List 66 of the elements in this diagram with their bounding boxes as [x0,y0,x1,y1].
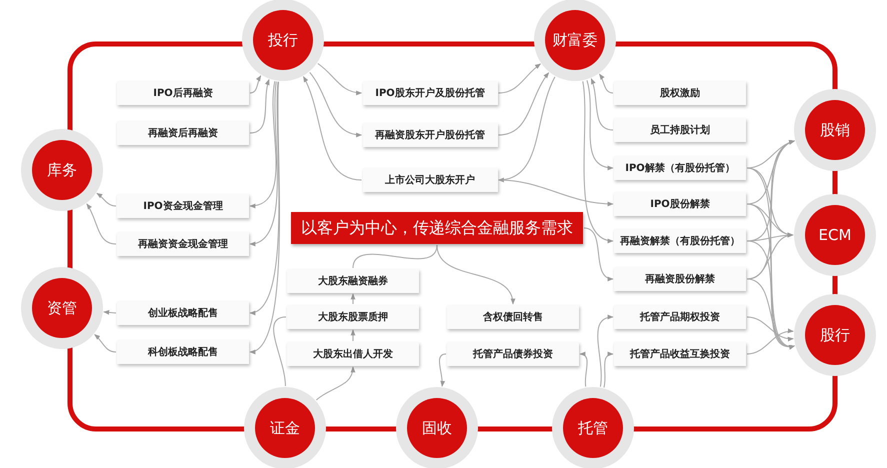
process-box: 大股东融资融券 [287,269,419,293]
process-box: 再融资解禁（有股份托管） [614,229,746,253]
arrow [604,352,614,388]
arrow [582,80,614,242]
arrow [250,75,262,94]
process-box: 再融资股东开户股份托管 [362,123,498,147]
department-circle: 库务 [21,129,103,211]
arrow [350,293,356,304]
process-box: IPO后再融资 [117,81,249,105]
process-box: 含权债回转售 [447,305,579,329]
process-box: 科创板战略配售 [117,340,249,364]
arrow [350,329,356,342]
arrow [309,72,362,137]
process-box: 股权激励 [614,81,746,105]
arrow [498,180,614,206]
department-circle: 托管 [552,387,634,468]
department-circle: 财富委 [534,0,616,81]
arrow [597,315,614,388]
process-box: IPO解禁（有股份托管） [614,156,746,180]
arrow [599,74,614,94]
arrow [590,78,614,130]
arrow [94,334,116,352]
process-box: 再融资股份解禁 [614,267,746,291]
arrow [317,63,362,95]
process-box: 托管产品收益互换投资 [614,342,746,366]
process-box: 创业板战略配售 [117,301,249,325]
department-circle: 股行 [794,294,876,376]
arrow [249,81,278,246]
process-box: IPO股份解禁 [614,192,746,216]
arrow [103,310,116,315]
arrow [498,63,541,94]
arrow [746,278,795,349]
process-box: 再融资后再融资 [117,121,249,145]
arrow [579,352,588,388]
department-circle: 固收 [396,387,478,468]
process-box: 托管产品债券投资 [447,342,579,366]
department-circle: ECM [794,194,876,276]
department-circle: 股销 [794,89,876,171]
arrow [249,81,280,352]
connector-line [273,316,286,386]
arrow [303,76,362,180]
department-circle: 资管 [21,267,103,349]
arrow [250,79,270,134]
process-box: 大股东股票质押 [287,305,419,329]
process-box: 上市公司大股东开户 [362,168,498,192]
arrow [586,80,614,170]
arrow [746,316,794,342]
arrow [498,72,550,136]
process-box: 再融资资金现金管理 [117,232,249,256]
banner-box: 以客户为中心，传递综合金融服务需求 [291,212,583,244]
arrow [249,81,280,314]
process-box: 员工持股计划 [614,118,746,142]
arrow [584,228,614,280]
arrow [746,328,794,354]
connector-line [352,244,438,268]
arrow [86,203,116,244]
arrow [249,80,276,208]
process-box: IPO股东开户及股份托管 [362,81,498,105]
process-box: 大股东出借人开发 [287,342,419,366]
department-circle: 证金 [244,387,326,468]
process-box: IPO资金现金管理 [117,194,249,218]
arrow [96,192,116,206]
process-box: 托管产品期权投资 [614,305,746,329]
department-circle: 投行 [242,0,324,81]
arrow [498,76,556,182]
arrow [316,366,355,400]
